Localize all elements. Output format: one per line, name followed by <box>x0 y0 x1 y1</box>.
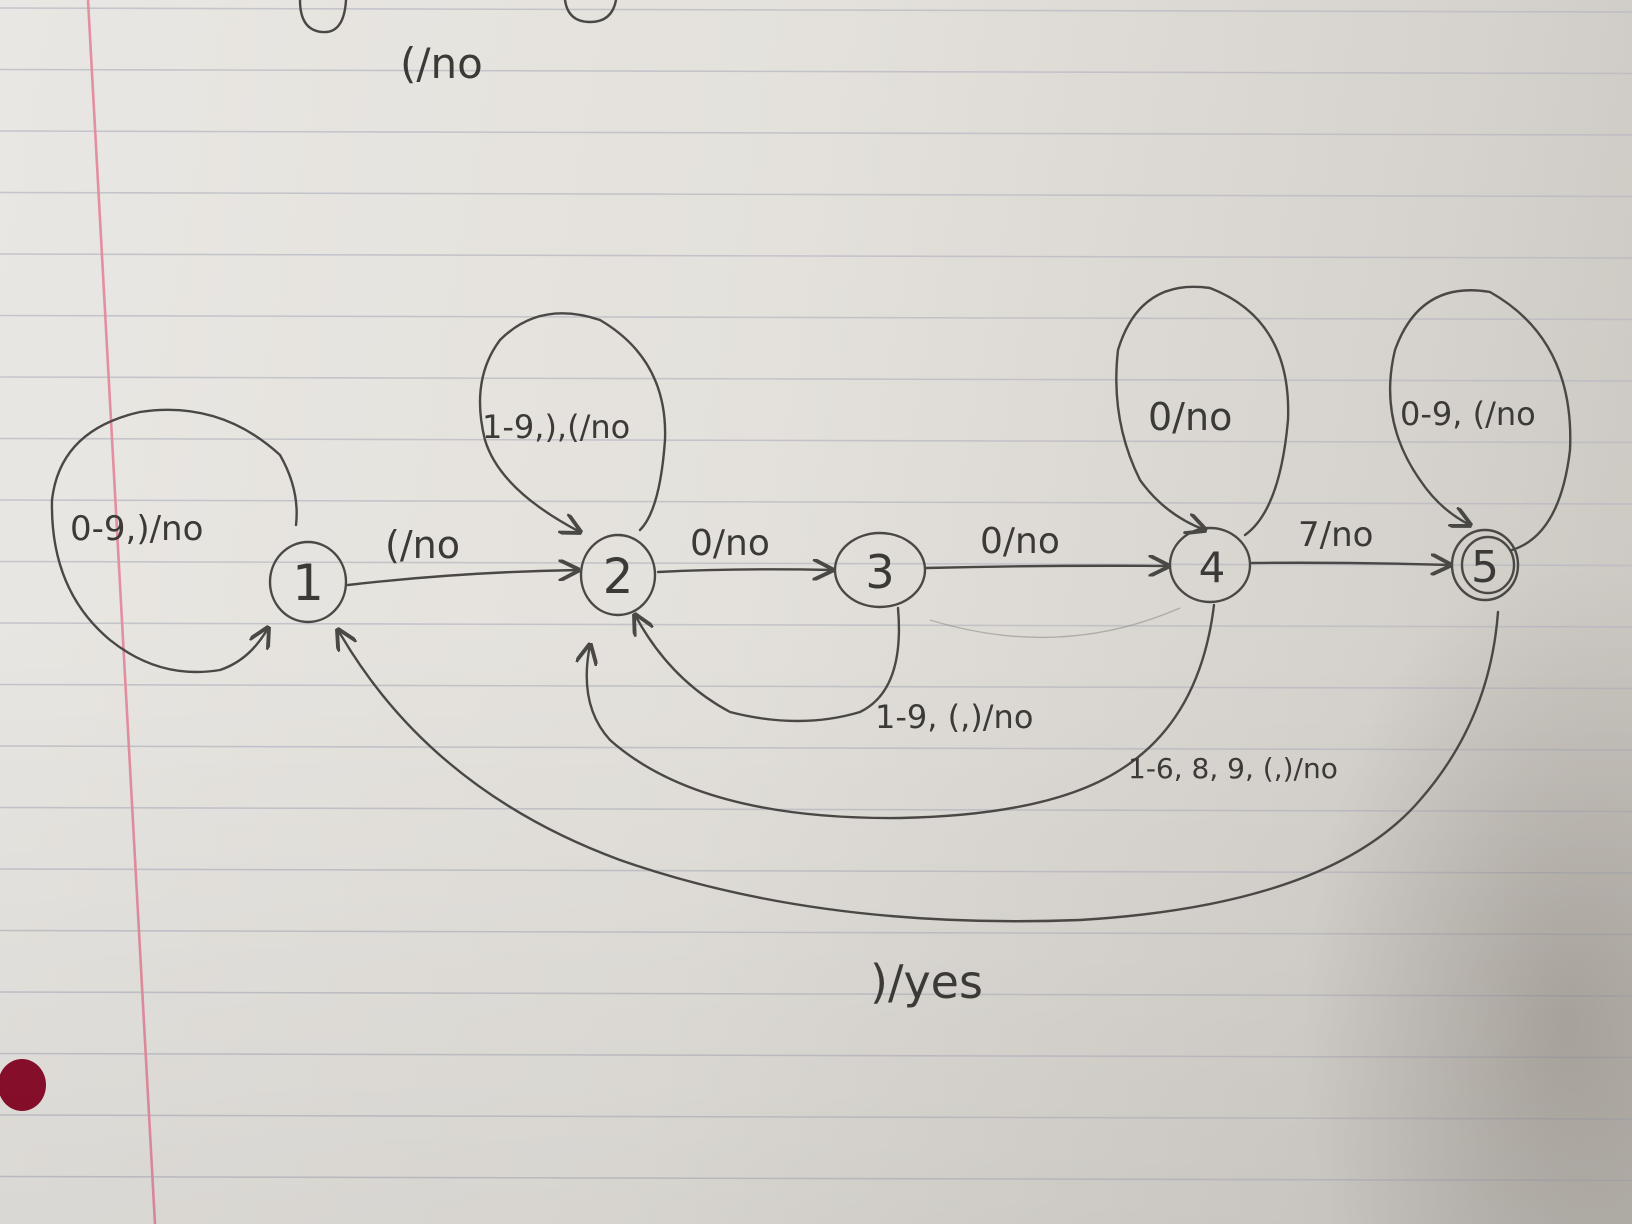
self-loop-5 <box>1388 289 1572 552</box>
rule-line <box>0 929 1632 936</box>
label-edge-4-5: 7/no <box>1298 515 1373 555</box>
margin-line <box>86 0 157 1224</box>
state-3: 3 <box>833 531 927 609</box>
edge-4-5 <box>1250 563 1450 565</box>
rule-line <box>0 745 1632 751</box>
state-4-label: 4 <box>1199 543 1226 592</box>
edge-2-3 <box>656 569 832 572</box>
top-fragment: (/no <box>298 0 618 88</box>
state-5-label: 5 <box>1471 542 1499 593</box>
rule-line <box>0 1052 1632 1059</box>
label-edge-2-3: 0/no <box>690 523 770 564</box>
self-loop-4 <box>1115 285 1290 537</box>
rule-line <box>0 130 1632 136</box>
rule-line <box>0 437 1632 444</box>
label-edge-3-2: 1-9, (,)/no <box>875 698 1033 736</box>
state-5: 5 <box>1450 528 1520 602</box>
rule-line <box>0 991 1632 997</box>
state-4: 4 <box>1168 526 1252 604</box>
rule-line <box>0 683 1632 690</box>
edge-3-4 <box>924 566 1168 568</box>
label-edge-1-2: (/no <box>385 523 460 567</box>
state-3-label: 3 <box>865 545 894 599</box>
rule-line <box>0 868 1632 874</box>
label-edge-5-1: )/yes <box>870 955 983 1009</box>
rule-line <box>0 7 1632 13</box>
label-self-1: 0-9,)/no <box>70 509 203 549</box>
label-self-4: 0/no <box>1148 395 1232 439</box>
self-loop-2 <box>478 312 667 532</box>
rule-line <box>0 191 1632 198</box>
rule-line <box>0 376 1632 382</box>
label-self-5: 0-9, (/no <box>1400 395 1536 433</box>
edge-5-1 <box>338 610 1500 923</box>
rule-line <box>0 1114 1632 1120</box>
rule-line <box>0 314 1632 321</box>
label-self-2: 1-9,),(/no <box>482 408 630 446</box>
state-1: 1 <box>268 540 348 624</box>
rule-line <box>0 499 1632 505</box>
rule-line <box>0 806 1632 813</box>
rule-line <box>0 622 1632 628</box>
label-edge-3-4: 0/no <box>980 521 1060 562</box>
hole-mark <box>0 1059 46 1111</box>
label-edge-4-2: 1-6, 8, 9, (,)/no <box>1128 752 1338 785</box>
edge-1-2 <box>346 570 578 587</box>
state-2: 2 <box>579 533 657 617</box>
rule-line <box>0 253 1632 259</box>
rule-line <box>0 68 1632 75</box>
state-1-label: 1 <box>292 554 324 612</box>
edge-4-2 <box>587 603 1216 820</box>
top-fragment-label: (/no <box>400 39 483 88</box>
state-2-label: 2 <box>603 549 634 605</box>
edge-3-2 <box>635 606 901 723</box>
rule-line <box>0 1175 1632 1182</box>
self-loop-1 <box>50 408 298 674</box>
